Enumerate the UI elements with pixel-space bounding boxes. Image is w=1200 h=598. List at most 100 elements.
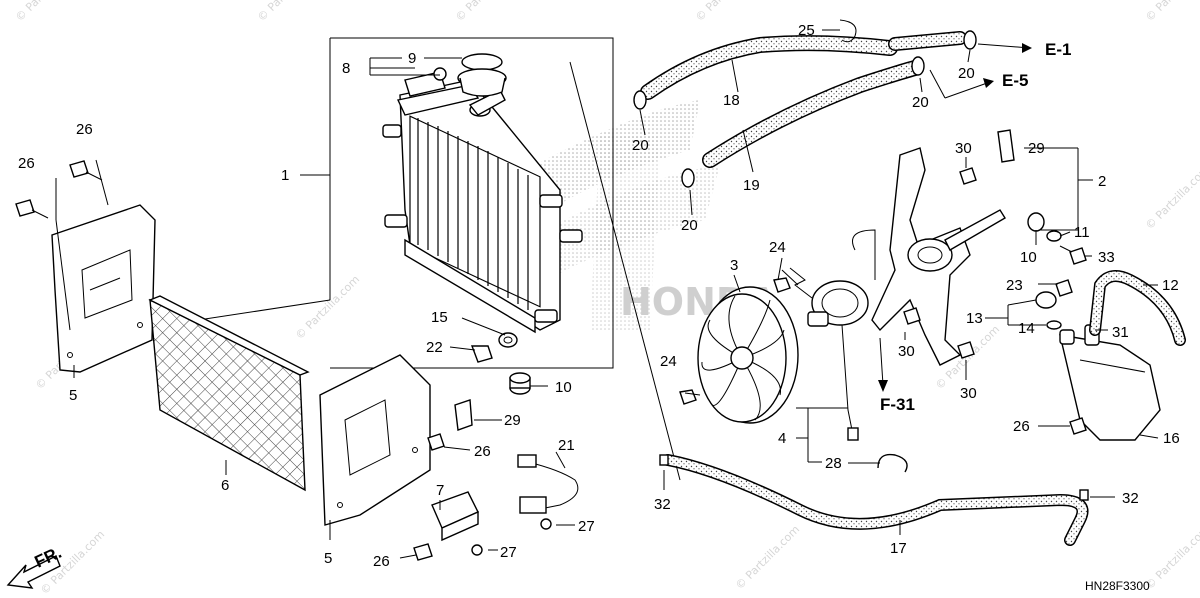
flange-bolt[interactable] <box>15 199 49 219</box>
screw[interactable] <box>471 544 483 556</box>
flange-bolt[interactable] <box>903 307 921 325</box>
flange-bolt[interactable] <box>427 433 445 451</box>
radiator-grille[interactable] <box>148 295 310 492</box>
label-part-27-a: 27 <box>578 518 595 535</box>
left-radiator-cover[interactable] <box>51 204 156 373</box>
flange-bolt[interactable] <box>69 160 103 181</box>
fan-motor-sub-harness[interactable] <box>517 454 579 514</box>
label-part-30-a: 30 <box>955 140 972 157</box>
label-part-14: 14 <box>1018 320 1035 337</box>
label-part-26-b: 26 <box>76 121 93 138</box>
reserve-tank-cap[interactable] <box>1035 291 1057 309</box>
label-part-33: 33 <box>1098 249 1115 266</box>
watermark-text: © Partzilla.com <box>1143 523 1200 592</box>
label-part-26-c: 26 <box>474 443 491 460</box>
label-part-10-left: 10 <box>555 379 572 396</box>
label-part-5-right: 5 <box>324 550 332 567</box>
diagram-code: HN28F3300 <box>1085 579 1150 593</box>
radiator[interactable] <box>382 67 583 334</box>
right-radiator-cover[interactable] <box>319 354 431 526</box>
flange-bolt[interactable] <box>1055 279 1073 297</box>
flange-bolt[interactable] <box>413 543 433 561</box>
radiator-cap[interactable] <box>457 53 507 97</box>
watermark-text: © Partzilla.com <box>733 523 802 592</box>
reserve-tank[interactable] <box>1059 324 1161 441</box>
hex-nut[interactable] <box>773 277 791 293</box>
watermark-text: © Partzilla.com <box>293 273 362 342</box>
lower-radiator-hose[interactable] <box>702 60 923 168</box>
label-part-32-left: 32 <box>654 496 671 513</box>
label-part-28: 28 <box>825 455 842 472</box>
watermark-text: © Partzilla.com <box>453 0 522 24</box>
label-part-16: 16 <box>1163 430 1180 447</box>
label-part-2: 2 <box>1098 173 1106 190</box>
flange-bolt[interactable] <box>957 341 975 359</box>
label-part-26-a: 26 <box>18 155 35 172</box>
flange-bolt[interactable] <box>1059 245 1087 265</box>
reference-arrow-e1 <box>977 43 1032 53</box>
label-part-20-b: 20 <box>681 217 698 234</box>
hex-nut[interactable] <box>679 389 697 405</box>
o-ring[interactable] <box>1046 320 1062 330</box>
label-part-7: 7 <box>436 482 444 499</box>
sealing-washer[interactable] <box>498 332 518 348</box>
flange-bolt[interactable] <box>959 167 977 185</box>
fan-motor[interactable] <box>807 229 876 441</box>
label-part-26-e: 26 <box>1013 418 1030 435</box>
label-part-10-right: 10 <box>1020 249 1037 266</box>
label-part-27-b: 27 <box>500 544 517 561</box>
reference-f31: F-31 <box>880 395 915 414</box>
watermark-text: © Partzilla.com <box>693 0 762 24</box>
reference-e5: E-5 <box>1002 71 1028 90</box>
label-part-15: 15 <box>431 309 448 326</box>
wire-clamp[interactable] <box>997 129 1015 163</box>
overflow-tube[interactable] <box>662 454 1089 546</box>
label-part-29-right: 29 <box>1028 140 1045 157</box>
label-part-11: 11 <box>1074 224 1090 241</box>
hose-clamp[interactable] <box>963 30 977 50</box>
label-part-20-a: 20 <box>632 137 649 154</box>
reference-arrow-e5 <box>929 69 994 99</box>
screw[interactable] <box>540 518 552 530</box>
hose-clamp[interactable] <box>633 90 647 110</box>
upper-radiator-hose[interactable] <box>640 31 967 100</box>
label-part-21: 21 <box>558 437 575 454</box>
siphon-tube[interactable] <box>1089 270 1186 346</box>
thermo-switch-sensor[interactable] <box>431 491 479 542</box>
wire-clamp[interactable] <box>454 399 473 431</box>
hose-clamp[interactable] <box>911 56 925 76</box>
flange-bolt[interactable] <box>1069 417 1087 435</box>
label-part-4: 4 <box>778 430 786 447</box>
fan-motor-stay[interactable] <box>871 147 1006 366</box>
callout-labels: 1 2 3 4 5 5 6 7 8 9 10 10 11 12 13 14 15… <box>18 22 1180 593</box>
label-part-31: 31 <box>1112 324 1129 341</box>
watermark-text: © Partzilla.com <box>255 0 324 24</box>
label-part-12: 12 <box>1162 277 1179 294</box>
leader-lines <box>55 29 1159 559</box>
hose-clamp[interactable] <box>681 168 695 188</box>
label-part-25: 25 <box>798 22 815 39</box>
label-part-13: 13 <box>966 310 983 327</box>
label-part-30-c: 30 <box>960 385 977 402</box>
rubber-grommet[interactable] <box>509 372 531 395</box>
watermark-text: © Partzilla.com <box>1143 163 1200 232</box>
label-part-9: 9 <box>408 50 416 67</box>
reference-e1: E-1 <box>1045 40 1071 59</box>
cooling-fan[interactable] <box>697 286 799 424</box>
watermark-text: © Partzilla.com <box>1143 0 1200 24</box>
label-part-29-left: 29 <box>504 412 521 429</box>
tube-clip[interactable] <box>1079 489 1089 501</box>
label-part-5-left: 5 <box>69 387 77 404</box>
label-part-8: 8 <box>342 60 350 77</box>
watermark-text: © Partzilla.com <box>13 0 82 24</box>
label-part-1: 1 <box>281 167 289 184</box>
washer[interactable] <box>1046 230 1062 242</box>
tube-clip[interactable] <box>659 454 669 466</box>
tube-clip[interactable] <box>839 19 857 43</box>
label-part-24-lower: 24 <box>660 353 677 370</box>
drain-bolt[interactable] <box>470 345 493 363</box>
wire-band[interactable] <box>877 453 908 473</box>
label-part-20-d: 20 <box>958 65 975 82</box>
collar[interactable] <box>1027 212 1045 232</box>
